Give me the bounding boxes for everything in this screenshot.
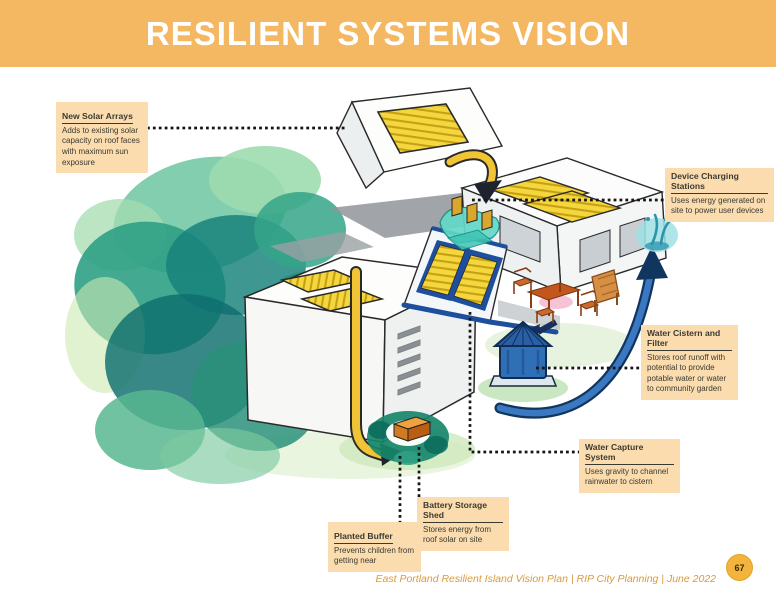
charging-stations: [439, 195, 500, 251]
callout-title: Water Cistern and Filter: [647, 328, 732, 351]
callout-title: Water Capture System: [585, 442, 674, 465]
callout-title: Device Charging Stations: [671, 171, 768, 194]
solar-panel-top-roof: [376, 103, 470, 154]
water-cistern: [488, 320, 558, 387]
callout-new-solar-arrays: New Solar Arrays Adds to existing solar …: [56, 102, 148, 174]
callout-device-charging-stations: Device Charging Stations Uses energy gen…: [665, 168, 774, 222]
callout-water-capture-system: Water Capture System Uses gravity to cha…: [579, 439, 680, 493]
callout-body: Uses energy generated on site to power u…: [671, 195, 766, 216]
window: [579, 229, 611, 273]
solar-panel-capture-2: [453, 254, 498, 306]
callout-title: Planted Buffer: [334, 531, 393, 544]
callout-title: New Solar Arrays: [62, 111, 133, 124]
callout-water-cistern-and-filter: Water Cistern and Filter Stores roof run…: [641, 325, 738, 400]
callout-planted-buffer: Planted Buffer Prevents children from ge…: [328, 522, 421, 572]
callout-body: Adds to existing solar capacity on roof …: [62, 125, 140, 167]
tree-cluster: [65, 146, 353, 484]
callout-body: Stores roof runoff with potential to pro…: [647, 352, 727, 394]
page-title: RESILIENT SYSTEMS VISION: [145, 14, 631, 52]
window: [499, 215, 541, 263]
solar-panel-capture-1: [420, 244, 466, 296]
building-top: [336, 87, 504, 190]
callout-body: Stores energy from roof solar on site: [423, 524, 492, 545]
header-banner: RESILIENT SYSTEMS VISION: [0, 0, 776, 67]
bench: [591, 269, 620, 312]
solar-panel-right-2: [521, 190, 623, 223]
outdoor-furniture: [512, 267, 620, 323]
water-arrow-to-fountain: [494, 246, 668, 419]
callout-body: Prevents children from getting near: [334, 545, 415, 566]
footer-citation: East Portland Resilient Island Vision Pl…: [375, 573, 716, 585]
page-number-badge: 67: [726, 554, 753, 581]
energy-arrow-roof-to-charging: [444, 149, 502, 204]
battery-shed: [392, 416, 432, 442]
building-water-capture-roof: [401, 226, 559, 335]
callout-connectors: [147, 126, 665, 522]
callout-battery-storage-shed: Battery Storage Shed Stores energy from …: [417, 497, 509, 551]
page-number: 67: [734, 562, 745, 573]
building-right: [459, 157, 667, 294]
connector-water-capture: [468, 312, 579, 454]
charging-kiosks: [451, 195, 493, 231]
callout-body: Uses gravity to channel rainwater to cis…: [585, 466, 669, 487]
wall-ladder: [397, 325, 421, 396]
callout-title: Battery Storage Shed: [423, 500, 503, 523]
